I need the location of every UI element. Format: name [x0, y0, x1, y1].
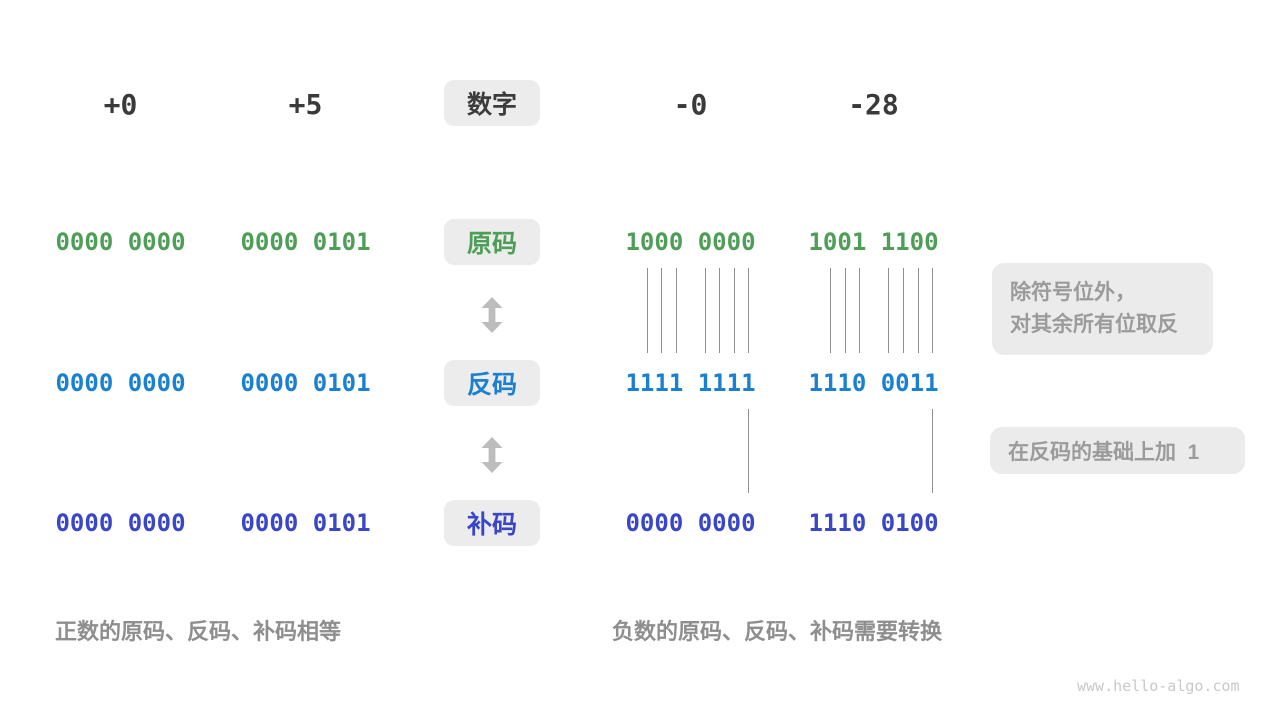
label-box-ones-complement: 反码 [444, 360, 540, 406]
label-number: 数字 [466, 91, 517, 119]
bit-line [676, 268, 677, 353]
ones-complement-plus5: 0000 0101 [240, 369, 371, 397]
bit-line [830, 268, 831, 353]
annotation-invert-bits: 除符号位外， 对其余所有位取反 [992, 263, 1213, 355]
sign-magnitude-minus0: 1000 0000 [625, 228, 756, 256]
label-box-sign-magnitude: 原码 [444, 219, 540, 265]
label-ones-complement: 反码 [466, 371, 517, 399]
bit-line [748, 268, 749, 353]
ones-complement-minus0: 1111 1111 [625, 369, 756, 397]
twos-complement-plus0: 0000 0000 [55, 509, 186, 537]
twos-complement-minus28: 1110 0100 [808, 509, 939, 537]
add-one-line [748, 409, 749, 493]
annotation-add-one-text: 在反码的基础上加 1 [1008, 440, 1200, 464]
bit-line [719, 268, 720, 353]
caption-positive-numbers: 正数的原码、反码、补码相等 [55, 619, 342, 644]
number-minus-0: -0 [673, 88, 708, 121]
twos-complement-plus5: 0000 0101 [240, 509, 371, 537]
bit-line [888, 268, 889, 353]
bit-line [705, 268, 706, 353]
sign-magnitude-minus28: 1001 1100 [808, 228, 939, 256]
bit-line [661, 268, 662, 353]
caption-negative-numbers: 负数的原码、反码、补码需要转换 [612, 619, 943, 644]
twos-complement-minus0: 0000 0000 [625, 509, 756, 537]
number-plus-5: +5 [288, 88, 323, 121]
add-one-line [932, 409, 933, 493]
double-arrow-icon [481, 297, 503, 333]
double-arrow-icon [481, 437, 503, 473]
sign-magnitude-plus5: 0000 0101 [240, 228, 371, 256]
label-twos-complement: 补码 [466, 511, 517, 539]
bit-line [918, 268, 919, 353]
label-box-number: 数字 [444, 80, 540, 126]
ones-complement-minus28: 1110 0011 [808, 369, 939, 397]
bit-line [647, 268, 648, 353]
sign-magnitude-plus0: 0000 0000 [55, 228, 186, 256]
number-plus-0: +0 [103, 88, 138, 121]
number-minus-28: -28 [848, 88, 899, 121]
label-sign-magnitude: 原码 [466, 230, 517, 258]
bit-line [932, 268, 933, 353]
bit-line [734, 268, 735, 353]
label-box-twos-complement: 补码 [444, 500, 540, 546]
bit-line [859, 268, 860, 353]
annotation-invert-line2: 对其余所有位取反 [1010, 313, 1178, 336]
annotation-add-one: 在反码的基础上加 1 [990, 427, 1245, 474]
ones-complement-plus0: 0000 0000 [55, 369, 186, 397]
bit-line [845, 268, 846, 353]
bit-line [903, 268, 904, 353]
watermark-url: www.hello-algo.com [1077, 677, 1240, 695]
annotation-invert-line1: 除符号位外， [1010, 281, 1136, 304]
